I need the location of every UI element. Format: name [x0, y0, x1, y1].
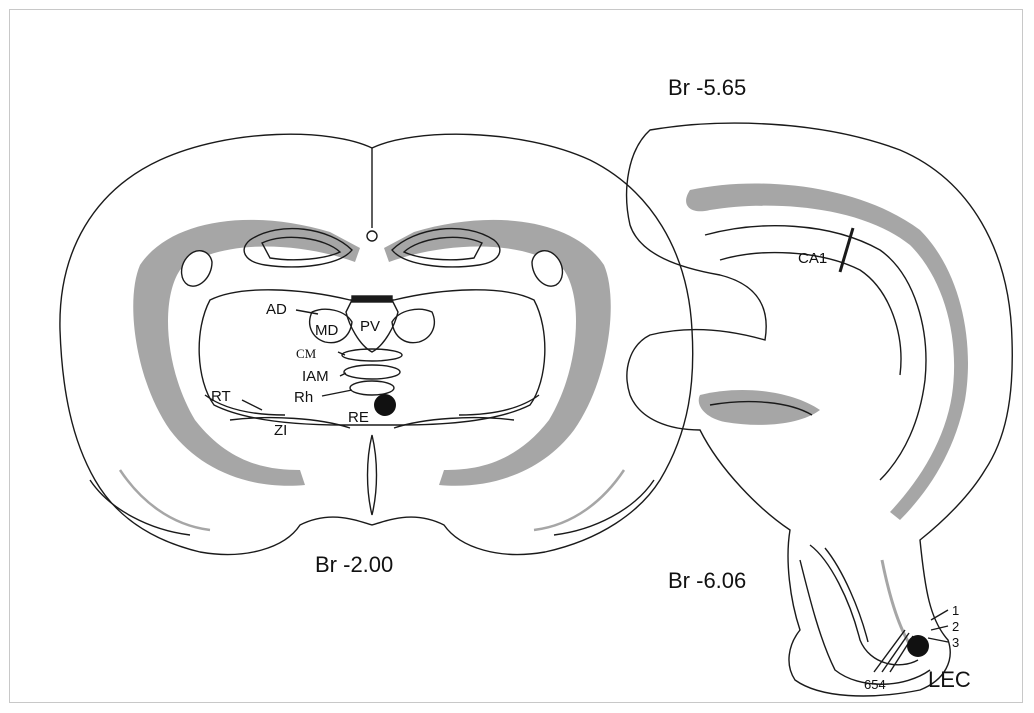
cm-label: CM	[296, 346, 317, 361]
ventral-fiber-left	[120, 470, 210, 530]
rt-band-right	[459, 395, 539, 415]
rh-label: Rh	[294, 389, 313, 406]
layer-1-label: 1	[952, 603, 959, 618]
lec-injection-site	[907, 635, 929, 657]
layer-5-leader	[882, 633, 909, 672]
third-ventricle	[368, 435, 377, 515]
layer-2-label: 2	[952, 619, 959, 634]
white-matter-left	[133, 220, 360, 486]
fissure-knob	[367, 231, 377, 241]
white-matter-right	[384, 220, 611, 486]
entorhinal-lamina	[800, 545, 930, 684]
ventral-fiber-right	[534, 470, 624, 530]
rh-leader	[322, 390, 352, 396]
iam-label: IAM	[302, 368, 329, 385]
bregma-coronal-label: Br -2.00	[315, 552, 393, 577]
zi-label: ZI	[274, 422, 287, 439]
amygdala-right	[554, 480, 654, 535]
ca1-label: CA1	[798, 250, 827, 267]
bregma-lower-label: Br -6.06	[668, 568, 746, 593]
rt-leader	[242, 400, 262, 410]
re-injection-site	[374, 394, 396, 416]
bregma-upper-label: Br -5.65	[668, 75, 746, 100]
rh-nucleus	[350, 381, 394, 395]
re-label: RE	[348, 409, 369, 426]
layers-654-label: 654	[864, 677, 886, 692]
md-label: MD	[315, 322, 338, 339]
ventral-hippocampus	[699, 390, 820, 425]
md-nucleus-right	[392, 309, 434, 342]
layer-3-label: 3	[952, 635, 959, 650]
layer-6-leader	[874, 630, 905, 672]
iam-nucleus	[344, 365, 400, 379]
layer-3-leader	[928, 638, 948, 642]
lec-label: LEC	[928, 667, 971, 692]
ad-label: AD	[266, 301, 287, 318]
third-ventricle-top	[352, 296, 392, 302]
rt-label: RT	[211, 388, 231, 405]
cm-nucleus	[342, 349, 402, 361]
pv-label: PV	[360, 318, 380, 335]
